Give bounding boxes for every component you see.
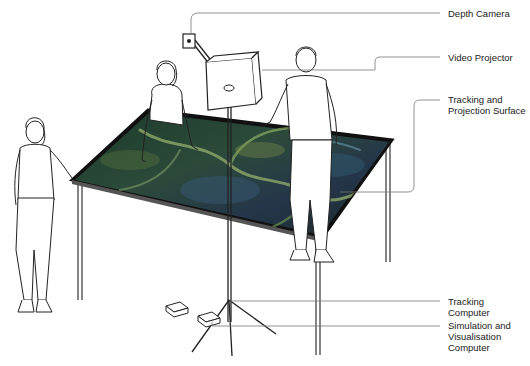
callout-label: Video Projector [448,52,528,63]
callout-label: Depth Camera [448,8,528,19]
person-left [15,118,72,312]
pole-clamp [224,85,234,91]
camera-lens [187,39,191,43]
tripod [192,40,276,356]
depth-camera [183,34,195,48]
projection [75,113,389,235]
callout-label: Simulation and Visualisation Computer [448,320,518,353]
person-middle [142,61,198,162]
callout-label: Tracking and Projection Surface [448,94,530,116]
callout-label: Tracking Computer [448,296,528,318]
person-right [262,47,337,262]
leader-lines [191,13,440,326]
video-projector [206,52,262,110]
